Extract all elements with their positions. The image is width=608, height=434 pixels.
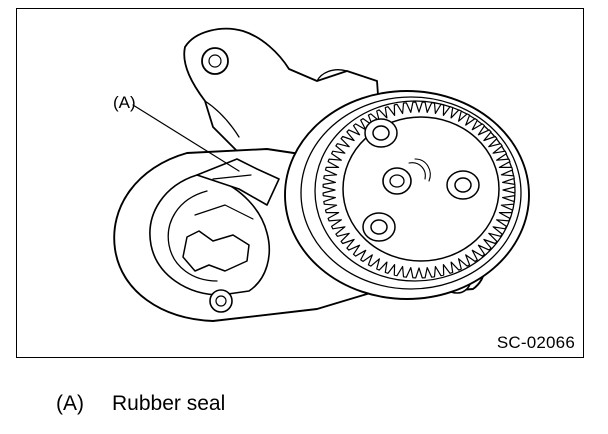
tensioner-illustration [113,27,530,322]
pocket-shaft [182,230,250,272]
callout-leader-line [132,104,240,172]
figure-frame: (A) SC-02066 [16,8,584,358]
legend-text: Rubber seal [112,392,226,415]
hub-studs [362,118,480,242]
lower-bolt-hole [209,289,233,313]
figure-code: SC-02066 [496,333,575,352]
rubber-seal [196,158,280,206]
legend-entry: (A) Rubber seal [56,392,225,416]
callout-label-a: (A) [113,93,136,112]
bracket-hole [201,47,229,75]
center-bolt [382,167,412,195]
legend-key: (A) [56,392,84,415]
